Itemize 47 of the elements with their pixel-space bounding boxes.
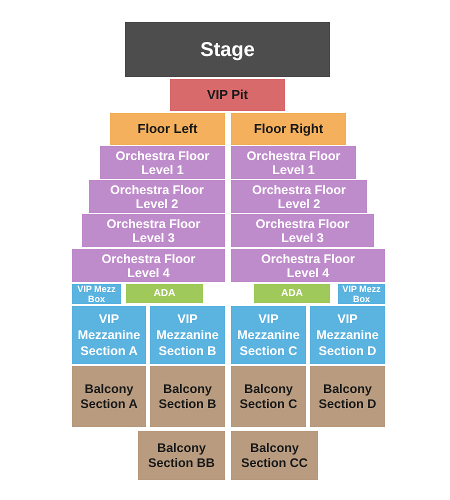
- section-label: Orchestra Floor Level 3: [106, 216, 202, 244]
- section-label: ADA: [281, 287, 303, 301]
- seating-section: [231, 146, 356, 179]
- section-label: VIP Mezz Box: [76, 284, 116, 304]
- section-label: Orchestra Floor Level 4: [100, 252, 196, 280]
- section-label: Balcony Section C: [238, 382, 298, 412]
- seating-section: [231, 113, 346, 145]
- seating-section: [231, 180, 367, 213]
- section-label: Floor Right: [254, 120, 324, 138]
- section-label: VIP Mezzanine Section B: [155, 311, 220, 359]
- seating-section: [170, 79, 285, 111]
- seating-section: [72, 249, 225, 282]
- section-label: Balcony Section B: [158, 382, 218, 412]
- seating-section: [150, 366, 225, 427]
- seating-section: [231, 431, 318, 480]
- seating-section: [72, 366, 146, 427]
- seating-section: [254, 284, 330, 303]
- seating-section: [231, 214, 374, 247]
- seating-section: [138, 431, 225, 480]
- seating-section: [82, 214, 225, 247]
- section-label: Orchestra Floor Level 4: [260, 252, 356, 280]
- section-label: VIP Mezzanine Section D: [315, 311, 380, 359]
- seating-section: [100, 146, 225, 179]
- section-label: VIP Pit: [207, 86, 248, 104]
- seating-section: [125, 22, 330, 77]
- section-label: VIP Mezzanine Section C: [236, 311, 301, 359]
- section-label: Orchestra Floor Level 2: [109, 182, 205, 210]
- section-label: Orchestra Floor Level 1: [246, 148, 342, 176]
- section-label: Orchestra Floor Level 3: [254, 216, 350, 244]
- section-label: Balcony Section BB: [147, 440, 216, 470]
- seating-section: [72, 284, 121, 304]
- seating-section: [110, 113, 225, 145]
- section-label: VIP Mezzanine Section A: [76, 311, 142, 359]
- section-label: Balcony Section CC: [240, 440, 309, 470]
- section-label: ADA: [154, 287, 176, 301]
- seating-section: [231, 366, 306, 427]
- section-label: Orchestra Floor Level 2: [251, 182, 347, 210]
- section-label: Balcony Section A: [79, 382, 139, 412]
- seating-section: [89, 180, 225, 213]
- section-label: Floor Left: [138, 120, 198, 138]
- seating-section: [310, 366, 385, 427]
- section-label: VIP Mezz Box: [342, 284, 382, 304]
- section-label: Stage: [200, 38, 255, 62]
- seating-section: [126, 284, 203, 303]
- section-label: Balcony Section D: [318, 382, 378, 412]
- seating-section: [231, 249, 385, 282]
- section-label: Orchestra Floor Level 1: [114, 148, 210, 176]
